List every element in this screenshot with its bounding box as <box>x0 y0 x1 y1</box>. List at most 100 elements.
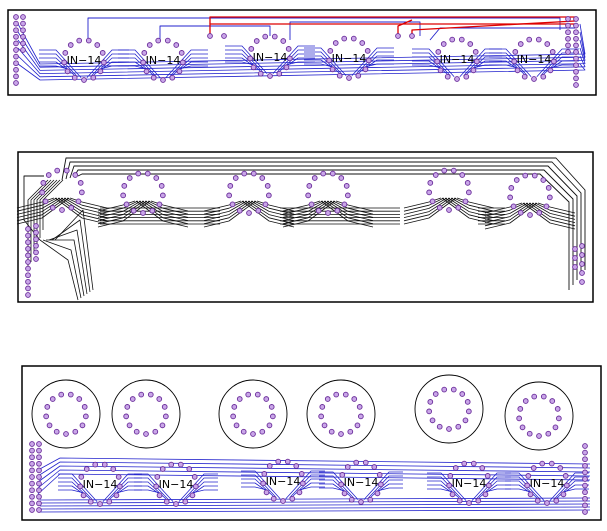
trace-top <box>209 16 575 24</box>
pad <box>341 201 348 208</box>
trace <box>444 197 495 222</box>
trace <box>256 200 295 212</box>
pad <box>90 74 97 81</box>
pad <box>257 70 264 77</box>
pad <box>429 198 436 205</box>
pad <box>123 201 130 208</box>
trace <box>304 51 343 76</box>
pad <box>466 189 472 196</box>
pad <box>29 507 35 513</box>
trace <box>39 49 82 79</box>
pad <box>526 430 533 437</box>
pad <box>180 59 186 66</box>
pad <box>441 386 448 393</box>
pad <box>63 167 70 174</box>
pad <box>531 172 538 179</box>
trace <box>304 63 334 68</box>
trace <box>272 45 315 75</box>
trace <box>178 65 208 70</box>
pad <box>189 492 196 499</box>
pad <box>25 252 31 259</box>
tube-label: IN−14 <box>332 52 367 65</box>
pad <box>13 47 19 53</box>
pad <box>76 396 83 402</box>
trace <box>403 197 448 215</box>
trace <box>427 476 463 501</box>
pad <box>92 461 99 468</box>
pad <box>287 55 293 62</box>
pad <box>54 167 61 174</box>
pad <box>359 40 366 46</box>
trace <box>178 473 218 503</box>
pad <box>280 38 287 44</box>
pad <box>306 183 313 189</box>
pad <box>582 449 588 456</box>
trace <box>66 197 108 212</box>
pad <box>573 75 579 82</box>
pad <box>270 495 277 502</box>
tube-label-layer: IN−14 IN−14 IN−14 IN−14 IN−14 IN−14 <box>67 51 552 67</box>
pad <box>124 404 131 410</box>
pad <box>36 460 42 467</box>
trace <box>17 55 586 78</box>
pad <box>29 441 35 447</box>
pad <box>36 480 42 487</box>
pad <box>253 38 260 44</box>
pad <box>85 37 92 44</box>
pad <box>579 261 585 267</box>
pad <box>75 198 82 205</box>
pad <box>29 460 35 467</box>
trace <box>403 197 445 212</box>
pad <box>245 391 252 398</box>
pad <box>283 64 290 71</box>
pad <box>579 270 585 276</box>
trace <box>250 200 295 218</box>
pad <box>454 76 460 82</box>
trace <box>241 486 268 491</box>
pad <box>25 265 31 272</box>
pad <box>36 474 42 480</box>
tube-label: IN−14 <box>344 476 379 489</box>
trace <box>182 477 218 502</box>
pad <box>572 246 578 252</box>
trace <box>69 165 578 280</box>
trace <box>73 169 574 285</box>
pad <box>49 396 56 402</box>
trace <box>244 200 295 225</box>
pad <box>226 192 232 199</box>
pad <box>548 460 555 467</box>
pad <box>94 42 101 48</box>
trace <box>531 202 576 220</box>
pad <box>133 428 140 435</box>
pad <box>72 428 79 435</box>
pad <box>531 393 538 400</box>
pad <box>146 42 153 48</box>
tube-ring-outline <box>218 379 288 449</box>
pad <box>158 183 165 189</box>
pad <box>573 49 579 55</box>
pad <box>29 480 35 487</box>
pad <box>536 433 542 439</box>
trace <box>134 473 174 503</box>
pad <box>530 465 537 471</box>
pad <box>121 183 128 189</box>
pad <box>342 391 349 398</box>
pad <box>464 180 471 186</box>
trace-layer <box>37 457 591 513</box>
pad <box>169 74 176 81</box>
trace <box>225 61 255 66</box>
pad <box>25 278 31 285</box>
pad <box>13 73 19 80</box>
pad <box>250 64 257 71</box>
trace-layer <box>17 16 586 81</box>
pad <box>466 408 472 415</box>
pad <box>99 50 106 56</box>
trace <box>441 197 495 225</box>
trace <box>253 200 295 215</box>
trace <box>17 39 586 71</box>
board-bottom: IN−14 IN−14 IN−14 IN−14 IN−14 IN−14 <box>21 365 602 521</box>
pad <box>522 172 529 179</box>
pad <box>552 424 559 431</box>
pad <box>519 424 526 431</box>
